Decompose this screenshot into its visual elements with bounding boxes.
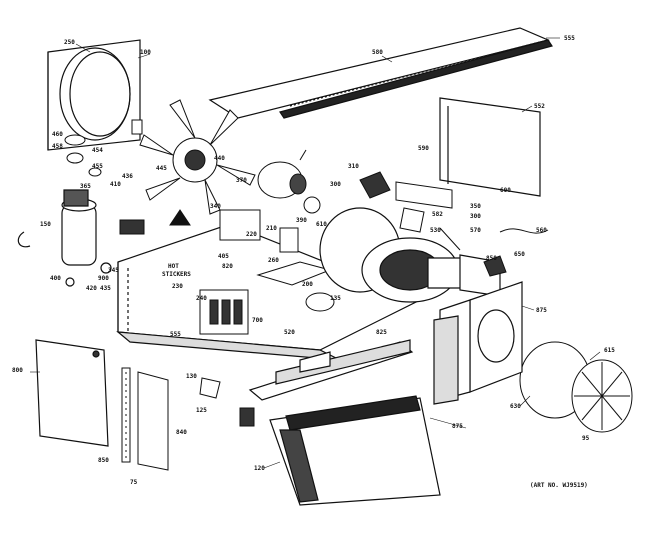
callout-135: 135 [330,295,341,302]
callout-labels: 250 100 555 580 552 460 458 454 455 440 … [12,35,615,486]
partition-panel [434,282,522,404]
capacitor-assembly [220,210,334,311]
callout-370: 370 [236,177,247,184]
callout-460: 460 [52,131,63,138]
callout-900: 900 [98,275,109,282]
callout-552: 552 [534,103,545,110]
blower-housing [320,208,500,302]
callout-555b: 555 [170,331,181,338]
callout-260: 260 [268,257,279,264]
front-frame [250,340,412,400]
callout-210: 210 [266,225,277,232]
callout-800: 800 [12,367,23,374]
callout-850b: 850 [98,457,109,464]
fan-motor [258,150,320,213]
callout-454: 454 [92,147,103,154]
callout-875: 875 [452,423,463,430]
callout-436: 436 [122,173,133,180]
label-stickers: STICKERS [162,271,191,278]
callout-230: 230 [172,283,183,290]
label-hot: HOT [168,263,179,270]
callout-825: 825 [376,329,387,336]
callout-100: 100 [140,49,151,56]
small-bottom-parts [200,228,298,426]
callout-650: 650 [514,251,525,258]
callout-400: 400 [50,275,61,282]
condenser-fan-blade [140,100,255,214]
callout-590: 590 [418,145,429,152]
callout-365: 365 [80,183,91,190]
front-grille [270,396,440,505]
callout-300: 300 [330,181,341,188]
base-chassis [118,224,420,360]
callout-250: 250 [64,39,75,46]
bracket-strip [122,368,168,470]
callout-840: 840 [176,429,187,436]
callout-610: 610 [316,221,327,228]
callout-310: 310 [348,163,359,170]
callout-240: 240 [196,295,207,302]
callout-530: 530 [430,227,441,234]
callout-125: 125 [196,407,207,414]
side-panel-right [440,98,540,196]
callout-700: 700 [252,317,263,324]
callout-435: 435 [100,285,111,292]
callout-820: 820 [222,263,233,270]
fan-shroud [48,40,140,150]
callout-130: 130 [186,373,197,380]
side-panel-left [36,340,108,446]
callout-445: 445 [156,165,167,172]
leader-lines [30,37,601,469]
callout-220: 220 [246,231,257,238]
callout-420: 420 [86,285,97,292]
callout-390: 390 [296,217,307,224]
callout-630: 630 [510,403,521,410]
duct-pieces [360,172,548,276]
callout-580: 580 [372,49,383,56]
callout-95: 95 [582,435,590,442]
top-cover-panel [210,28,552,118]
callout-850: 850 [486,255,497,262]
callout-555: 555 [564,35,575,42]
callout-200: 200 [302,281,313,288]
callout-300b: 300 [470,213,481,220]
callout-570: 570 [470,227,481,234]
callout-615: 615 [604,347,615,354]
callout-410: 410 [110,181,121,188]
callout-75: 75 [130,479,138,486]
callout-150: 150 [40,221,51,228]
callout-405: 405 [218,253,229,260]
compressor [18,190,111,286]
callout-120: 120 [254,465,265,472]
callout-350: 350 [470,203,481,210]
callout-455: 455 [92,163,103,170]
callout-340: 340 [210,203,221,210]
callout-520: 520 [284,329,295,336]
callout-345: 345 [108,267,119,274]
blower-wheel [520,342,632,432]
art-number-caption: (ART NO. WJ9519) [530,482,588,489]
control-box [200,290,248,334]
callout-560: 560 [536,227,547,234]
compressor-hardware [65,120,190,234]
callout-440: 440 [214,155,225,162]
callout-582: 582 [432,211,443,218]
callout-875b: 875 [536,307,547,314]
callout-458: 458 [52,143,63,150]
callout-600: 600 [500,187,511,194]
